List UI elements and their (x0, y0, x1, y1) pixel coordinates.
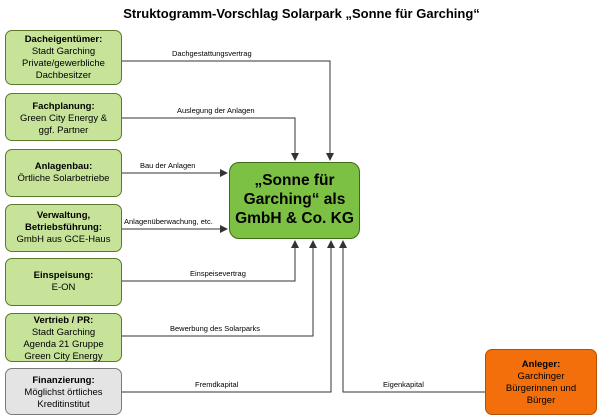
arrow-label-bau: Bau der Anlagen (140, 161, 196, 170)
box-fachplanung: Fachplanung: Green City Energy & ggf. Pa… (5, 93, 122, 141)
box-anlagenbau: Anlagenbau: Örtliche Solarbetriebe (5, 149, 122, 197)
box-heading-line: Betriebsführung: (24, 222, 103, 233)
arrow-fachplanung (122, 117, 299, 161)
box-line: Agenda 21 Gruppe (23, 339, 104, 350)
center-line: GmbH & Co. KG (235, 210, 354, 227)
arrow-label-auslegung: Auslegung der Anlagen (177, 106, 255, 115)
box-einspeisung: Einspeisung: E-ON (5, 258, 122, 306)
box-line: Dachbesitzer (35, 70, 92, 81)
arrow-vertrieb (122, 240, 317, 337)
box-line: ggf. Partner (38, 125, 89, 136)
arrow-dacheigentuemer (122, 60, 334, 161)
page-title: Struktogramm-Vorschlag Solarpark „Sonne … (123, 6, 480, 21)
box-heading: Dacheigentümer: (24, 34, 103, 45)
arrow-label-dachgestattung: Dachgestattungsvertrag (172, 49, 252, 58)
box-line: Green City Energy (24, 351, 103, 362)
box-dacheigentuemer: Dacheigentümer: Stadt Garching Private/g… (5, 30, 122, 85)
center-line: „Sonne für (254, 172, 335, 189)
box-heading: Einspeisung: (33, 270, 94, 281)
box-heading: Vertrieb / PR: (33, 315, 94, 326)
box-line: Stadt Garching (31, 327, 96, 338)
box-heading: Verwaltung, (36, 210, 91, 221)
box-line: GmbH aus GCE-Haus (16, 234, 111, 245)
arrow-anleger (339, 240, 485, 393)
box-heading: Finanzierung: (32, 375, 95, 386)
box-line: Green City Energy & (19, 113, 108, 124)
box-line: Private/gewerbliche (22, 58, 105, 69)
box-line: Kreditinstitut (37, 399, 90, 410)
box-anleger: Anleger: Garchinger Bürgerinnen und Bürg… (485, 349, 597, 415)
box-finanzierung: Finanzierung: Möglichst örtliches Kredit… (5, 368, 122, 415)
center-line: Garching“ als (243, 191, 346, 208)
box-verwaltung: Verwaltung, Betriebsführung: GmbH aus GC… (5, 204, 122, 252)
arrow-label-eigenkapital: Eigenkapital (383, 380, 424, 389)
box-line: Bürgerinnen und (505, 383, 577, 394)
box-line: Garchinger (517, 371, 565, 382)
arrow-label-bewerbung: Bewerbung des Solarparks (170, 324, 261, 333)
box-heading: Anleger: (521, 359, 561, 370)
arrow-label-fremdkapital: Fremdkapital (195, 380, 239, 389)
box-heading: Anlagenbau: (34, 161, 93, 172)
arrow-einspeisung (122, 240, 299, 282)
box-vertrieb: Vertrieb / PR: Stadt Garching Agenda 21 … (5, 313, 122, 362)
box-line: Möglichst örtliches (24, 387, 103, 398)
box-line: E-ON (51, 282, 76, 293)
arrow-finanzierung (122, 240, 335, 393)
arrow-label-ueberwachung: Anlagenüberwachung, etc. (124, 217, 213, 226)
arrow-label-einspeisevertrag: Einspeisevertrag (190, 269, 246, 278)
box-heading: Fachplanung: (32, 101, 95, 112)
box-line: Bürger (526, 395, 556, 406)
box-line: Örtliche Solarbetriebe (17, 173, 110, 184)
box-line: Stadt Garching (31, 46, 96, 57)
center-box-solarpark: „Sonne für Garching“ als GmbH & Co. KG (229, 162, 360, 239)
